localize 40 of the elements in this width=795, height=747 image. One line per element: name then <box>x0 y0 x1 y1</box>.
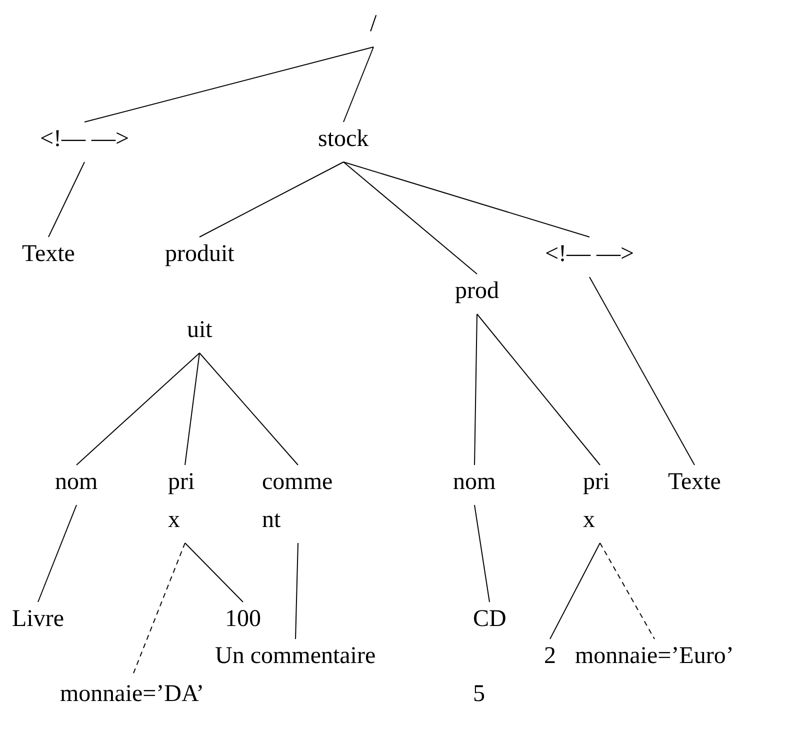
node-text: prod <box>455 277 499 306</box>
node-text: <!–– ––> <box>545 240 634 269</box>
node-text: nom <box>55 468 98 497</box>
tree-line <box>199 352 298 466</box>
tree-line <box>343 162 478 274</box>
node-text: Livre <box>12 605 64 634</box>
tree-line <box>476 314 600 466</box>
node-text: <!–– ––> <box>40 125 130 154</box>
node-text: monnaie=’DA’ <box>60 680 204 709</box>
tree-line <box>589 276 695 466</box>
tree-line <box>343 162 590 238</box>
node-text: 100 <box>225 605 261 634</box>
node-text: Texte <box>22 240 75 269</box>
tree-line <box>76 352 200 466</box>
node-text: nom <box>453 468 496 497</box>
tree-line <box>343 46 374 122</box>
tree-line <box>184 352 200 466</box>
node-text: Un commentaire <box>215 642 376 671</box>
node-text: uit <box>186 316 212 345</box>
node-text: stock <box>318 125 369 154</box>
tree-line <box>474 314 478 466</box>
tree-line <box>199 162 344 238</box>
node-text: CD <box>473 605 506 634</box>
node-text: 2 <box>544 642 556 671</box>
node-text: monnaie=’Euro’ <box>575 642 734 671</box>
node-text: pri x <box>583 468 611 535</box>
tree-line <box>474 504 490 602</box>
node-text: Texte <box>668 468 721 497</box>
tree-line <box>295 542 298 640</box>
tree-line <box>84 46 374 122</box>
node-text: comme nt <box>262 468 334 535</box>
tree-line <box>600 542 655 640</box>
node-text: pri x <box>168 468 196 535</box>
tree-line <box>550 542 600 640</box>
text-label: 5 <box>473 680 485 709</box>
node-text: / <box>370 10 377 39</box>
tree-line <box>48 162 85 238</box>
tree-line <box>38 504 77 602</box>
node-text: produit <box>165 240 234 269</box>
tree-line <box>184 542 244 602</box>
